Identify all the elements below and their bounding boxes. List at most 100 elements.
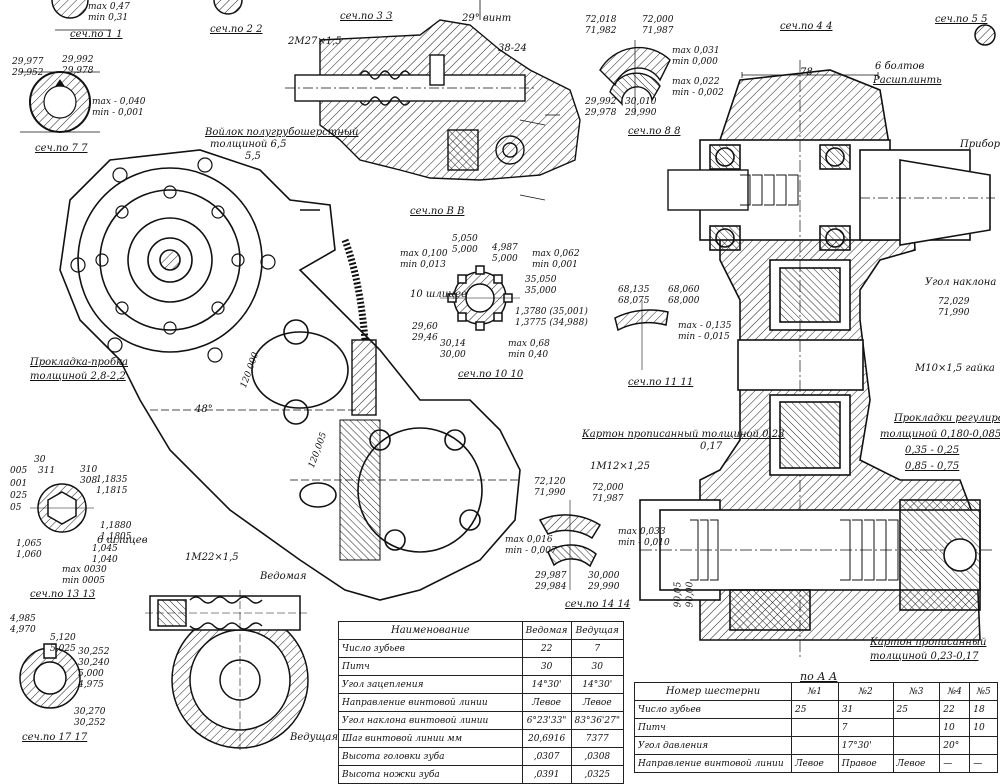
- table-cell: 7: [837, 718, 894, 737]
- dim-78: 78: [800, 67, 813, 78]
- table-cell: 10: [969, 718, 998, 737]
- section-17-17-view: [19, 643, 81, 709]
- note-ten-splines: 10 шлицев: [410, 289, 467, 300]
- dim: min 0,31: [88, 13, 129, 23]
- note-thread-m12: 1M12×1,25: [590, 461, 650, 472]
- dim: 71,990: [534, 488, 566, 498]
- table-cell: [892, 718, 941, 737]
- table-cell: 6°23'33": [521, 711, 572, 730]
- table-cell: Высота ножки зуба: [338, 765, 523, 784]
- dim: 35,050: [525, 275, 557, 285]
- dim: 5,000: [452, 245, 478, 255]
- section-3-3-view: [285, 0, 581, 181]
- table-cell: Угол зацепления: [338, 675, 523, 694]
- table-header: Наименование: [338, 621, 523, 640]
- dim: max 0,016: [505, 535, 553, 545]
- dim: 4,975: [78, 680, 104, 690]
- table-header: Ведущая: [570, 621, 625, 640]
- dim: 5,000: [78, 669, 104, 679]
- table-cell: 30: [521, 657, 572, 676]
- label-section-b-b: сеч.по В В: [410, 206, 465, 217]
- table-row: Высота головки зуба,0307,0308: [338, 747, 625, 766]
- note-angle: Угол наклона от ред: [925, 277, 1000, 288]
- label-section-a-a: по А А: [800, 670, 838, 683]
- table-cell: 14°30': [570, 675, 625, 694]
- table-header-row: Наименование Ведомая Ведущая: [338, 621, 625, 640]
- dim: max 0,031: [672, 46, 720, 56]
- table-cell: 83°36'27": [570, 711, 625, 730]
- dim: min - 0,007: [505, 546, 557, 556]
- note-thread-m27: 2M27×1,5: [288, 36, 342, 47]
- table-cell: Питч: [634, 718, 792, 737]
- dim: 1,060: [16, 550, 42, 560]
- dim: 30,010: [625, 97, 657, 107]
- label-section-10-10: сеч.по 10 10: [458, 369, 524, 380]
- dim: 025: [10, 491, 28, 501]
- dim: 71,987: [642, 26, 674, 36]
- dim: 71,982: [585, 26, 617, 36]
- table-header: Номер шестерни: [634, 682, 792, 701]
- label-section-3-3: сеч.по 3 3: [340, 11, 393, 22]
- dim: min 0,001: [532, 260, 578, 270]
- table-cell: 25: [791, 700, 839, 719]
- dim: 29,992: [585, 97, 617, 107]
- tag-driven: Ведомая: [260, 571, 307, 582]
- dim: min 0005: [62, 576, 105, 586]
- dim: 1,045: [92, 544, 118, 554]
- dim: 1,1880: [100, 521, 132, 531]
- table-cell: Левое: [521, 693, 572, 712]
- table-cell: 31: [837, 700, 894, 719]
- note-carton-2-thickness: толщиной 0,23-0,17: [870, 651, 979, 662]
- table-cell: ,0391: [521, 765, 572, 784]
- section-4-4-assembly: [639, 60, 995, 660]
- speedometer-cable: [341, 238, 377, 416]
- dim: 29,984: [535, 582, 567, 592]
- dim: 29,992: [62, 55, 94, 65]
- table-cell: Правое: [837, 754, 894, 773]
- table-header: №3: [892, 682, 941, 701]
- note-cotter: Расшплинть: [873, 75, 942, 86]
- note-pribor: Прибор: [960, 139, 1000, 150]
- dim: 5,025: [50, 644, 76, 654]
- section-13-13-view: [30, 483, 94, 533]
- dim: 1,1805: [100, 532, 132, 542]
- dim-angle-48: 48°: [195, 404, 213, 415]
- dim: min - 0,001: [92, 108, 144, 118]
- dim: 72,029: [938, 297, 970, 307]
- note-shims-t2: 0,35 - 0,25: [905, 445, 960, 456]
- dim: 1,1835: [96, 475, 128, 485]
- dim: 29,990: [625, 108, 657, 118]
- technical-drawing: [19, 0, 996, 750]
- dim: max 0,47: [88, 2, 130, 12]
- dim: max - 0,135: [678, 321, 732, 331]
- section-1-1-view: [51, 0, 110, 31]
- dim: 1,3775 (34,988): [515, 318, 588, 328]
- table-cell: Высота головки зуба: [338, 747, 523, 766]
- dim: 71,990: [938, 308, 970, 318]
- table-cell: 25: [892, 700, 941, 719]
- dim-38-24: 38-24: [498, 43, 527, 54]
- dim: 5,000: [492, 254, 518, 264]
- dim: max 0030: [62, 565, 107, 575]
- dim: 5,050: [452, 234, 478, 244]
- table-cell: 22: [939, 700, 971, 719]
- dim: 1,3780 (35,001): [515, 307, 588, 317]
- note-felt-thickness: толщиной 6,5: [210, 139, 287, 150]
- label-section-2-2: сеч.по 2 2: [210, 24, 263, 35]
- dim: 68,000: [668, 296, 700, 306]
- table-cell: Левое: [892, 754, 941, 773]
- note-shims: Прокладки регулировочные: [894, 413, 1000, 424]
- dim: 30,00: [440, 350, 466, 360]
- table-cell: Число зубьев: [634, 700, 792, 719]
- dim: 4,970: [10, 625, 36, 635]
- label-section-11-11: сеч.по 11 11: [628, 377, 694, 388]
- note-gasket: Прокладка-пробка: [30, 357, 128, 368]
- table-header: №2: [837, 682, 894, 701]
- table-header: Ведомая: [521, 621, 572, 640]
- table-cell: [969, 736, 998, 755]
- table-cell: Угол давления: [634, 736, 792, 755]
